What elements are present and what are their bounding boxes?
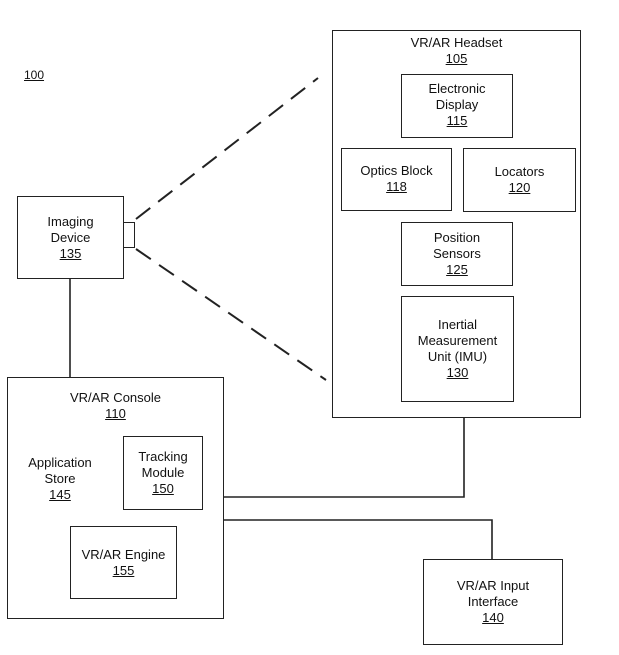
tracking-module-line2: Module: [141, 465, 185, 480]
headset-title: VR/AR Headset: [410, 35, 503, 50]
imaging-device-lens: [123, 222, 135, 248]
electronic-display-box: [401, 74, 513, 138]
imu-label: Inertial Measurement Unit (IMU) 130: [401, 317, 514, 381]
input-interface-line2: Interface: [467, 594, 519, 609]
optics-block-line1: Optics Block: [360, 163, 433, 178]
tracking-module-number: 150: [152, 481, 174, 496]
vr-engine-line1: VR/AR Engine: [81, 547, 166, 562]
imu-line1: Inertial: [437, 317, 478, 332]
vr-engine-box: [70, 526, 177, 599]
imaging-device-line1: Imaging: [47, 214, 94, 229]
headset-title-block: VR/AR Headset 105: [332, 35, 581, 67]
imu-line2: Measurement: [417, 333, 498, 348]
imaging-device-label: Imaging Device 135: [17, 214, 124, 262]
imu-box: [401, 296, 514, 402]
tracking-module-line1: Tracking: [138, 449, 188, 464]
optics-block-label: Optics Block 118: [341, 163, 452, 195]
imaging-device-box: [17, 196, 124, 279]
electronic-display-line2: Display: [435, 97, 479, 112]
console-title: VR/AR Console: [69, 390, 162, 405]
position-sensors-box: [401, 222, 513, 286]
vr-engine-number: 155: [112, 563, 135, 578]
console-number: 110: [105, 406, 126, 421]
position-sensors-number: 125: [446, 262, 468, 277]
application-store-line2: Store: [44, 471, 76, 486]
figure-number: 100: [24, 68, 45, 82]
input-interface-line1: VR/AR Input: [456, 578, 530, 593]
tracking-module-label: Tracking Module 150: [123, 449, 203, 497]
fov-line-upper: [135, 77, 319, 220]
headset-number: 105: [445, 51, 468, 66]
position-sensors-line2: Sensors: [433, 246, 481, 261]
electronic-display-number: 115: [446, 113, 468, 128]
input-interface-label: VR/AR Input Interface 140: [423, 578, 563, 626]
input-interface-number: 140: [482, 610, 504, 625]
position-sensors-label: Position Sensors 125: [401, 230, 513, 278]
electronic-display-label: Electronic Display 115: [401, 81, 513, 129]
optics-block-box: [341, 148, 452, 211]
fov-line-lower: [135, 248, 327, 381]
locators-line1: Locators: [494, 164, 545, 179]
position-sensors-line1: Position: [433, 230, 481, 245]
console-title-block: VR/AR Console 110: [7, 390, 224, 422]
console-headset-link: [224, 417, 465, 498]
imaging-device-line2: Device: [50, 230, 91, 245]
locators-number: 120: [508, 180, 531, 195]
console-input-link: [224, 519, 493, 559]
imu-number: 130: [446, 365, 469, 380]
input-interface-box: [423, 559, 563, 645]
locators-label: Locators 120: [463, 164, 576, 196]
locators-box: [463, 148, 576, 212]
optics-block-number: 118: [386, 179, 407, 194]
imaging-device-number: 135: [59, 246, 82, 261]
electronic-display-line1: Electronic: [428, 81, 486, 96]
application-store-line1: Application: [28, 455, 92, 470]
vr-engine-label: VR/AR Engine 155: [70, 547, 177, 579]
application-store-label: Application Store 145: [19, 455, 101, 503]
imu-line3: Unit (IMU): [427, 349, 488, 364]
tracking-module-box: [123, 436, 203, 510]
application-store-number: 145: [49, 487, 71, 502]
